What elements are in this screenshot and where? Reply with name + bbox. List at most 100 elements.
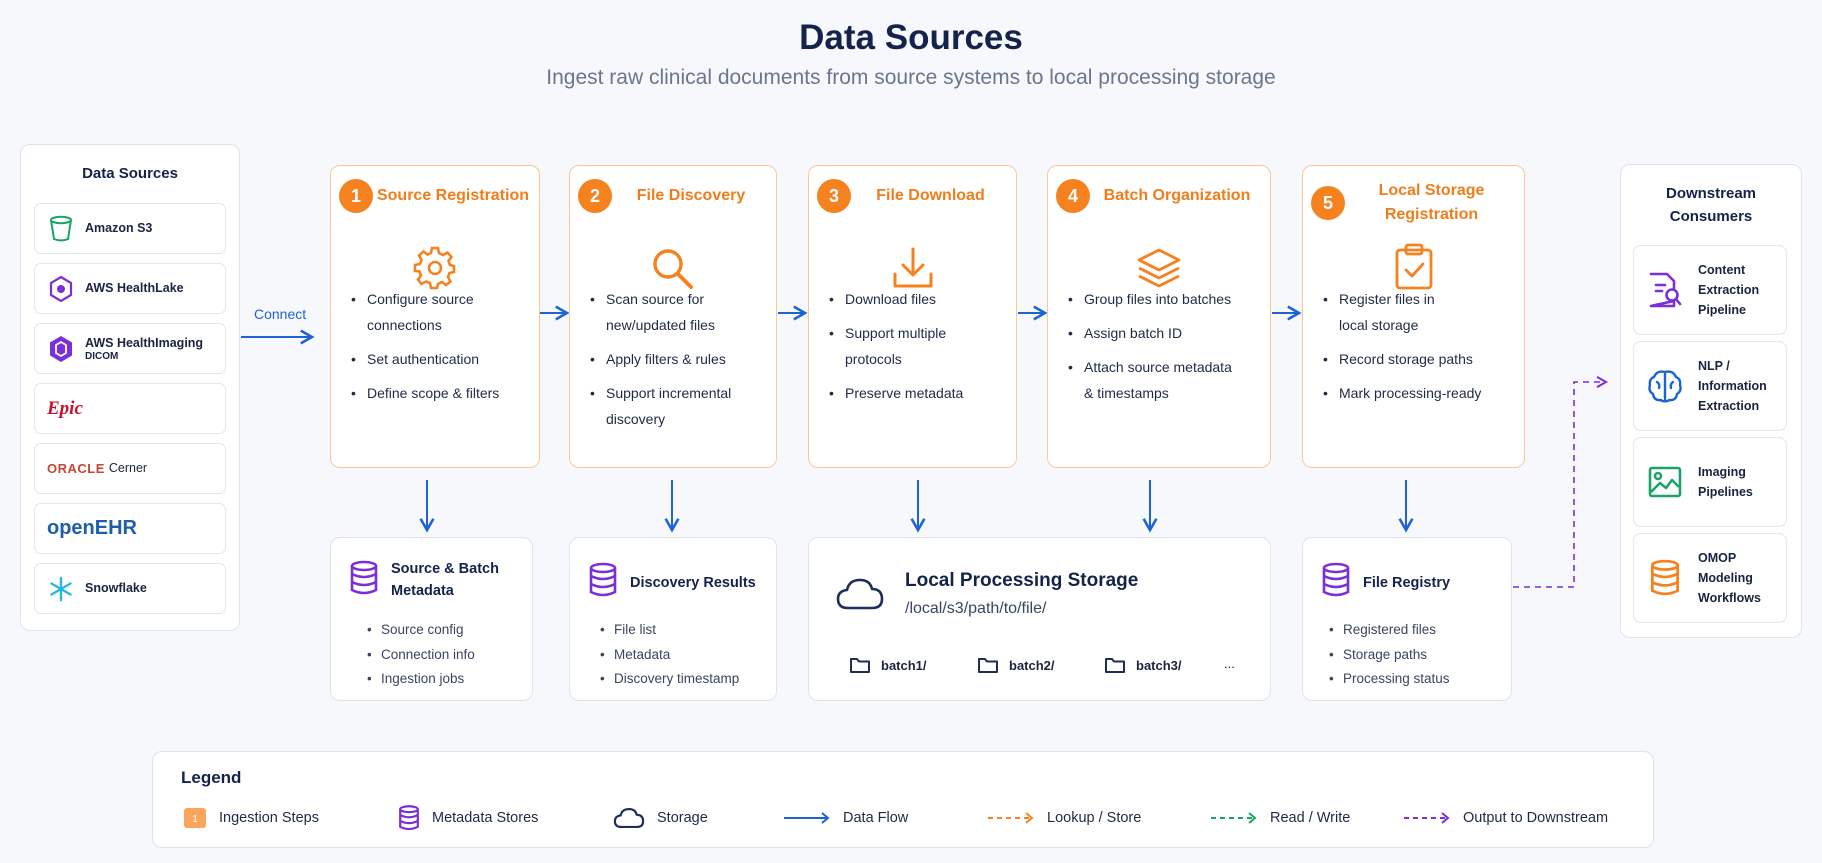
store-discovery-results[interactable]: Discovery Results File list Metadata Dis… (569, 537, 777, 701)
legend-title: Legend (181, 768, 242, 787)
storage-title: Local Processing Storage (905, 570, 1139, 591)
download-icon (809, 244, 1016, 292)
step-number: 4 (1056, 179, 1090, 213)
store-file-registry[interactable]: File Registry Registered files Storage p… (1302, 537, 1512, 701)
consumer-imaging-pipelines[interactable]: Imaging Pipelines (1633, 437, 1787, 527)
legend: Legend 1 Ingestion Steps Metadata Stores… (152, 751, 1654, 848)
svg-text:1: 1 (192, 814, 198, 825)
step-number: 1 (339, 179, 373, 213)
source-oracle-cerner[interactable]: ORACLE Cerner (34, 443, 226, 494)
source-amazon-s3[interactable]: Amazon S3 (34, 203, 226, 254)
store-title: Source & Batch Metadata (391, 561, 499, 599)
healthlake-icon (47, 275, 75, 303)
dashed-purple-arrow-icon (1403, 811, 1451, 825)
cloud-icon (613, 806, 645, 830)
step-number: 5 (1311, 186, 1345, 220)
step-bullet: Register files in local storage (1323, 286, 1453, 338)
step-bullet: Attach source metadata & timestamps (1068, 354, 1243, 406)
step-bullet: Support multiple protocols (829, 320, 959, 372)
page-subtitle: Ingest raw clinical documents from sourc… (546, 66, 1276, 89)
database-icon (349, 560, 379, 601)
folder-batch3[interactable]: batch3/ (1104, 656, 1182, 674)
step-title: Batch Organization (1103, 187, 1251, 204)
store-title: Discovery Results (630, 574, 756, 591)
store-item: Metadata (600, 643, 739, 668)
cloud-icon (835, 576, 885, 617)
step-number: 3 (817, 179, 851, 213)
folder-more: ... (1224, 656, 1235, 671)
folder-icon (1105, 658, 1125, 673)
connect-label: Connect (254, 306, 307, 322)
database-icon (588, 562, 618, 603)
healthimaging-icon (47, 335, 75, 363)
step-bullet: Configure source connections (351, 286, 529, 338)
legend-storage: Storage (613, 804, 708, 832)
store-item: File list (600, 618, 739, 643)
step-bullet: Download files (829, 286, 1006, 312)
legend-lookup-store: Lookup / Store (987, 804, 1141, 832)
dicom-label: DICOM (85, 350, 119, 362)
step-title: File Download (876, 187, 985, 204)
step-file-download[interactable]: 3 File Download Download files Support mu… (808, 165, 1017, 468)
legend-metadata-stores: Metadata Stores (398, 804, 538, 832)
source-aws-healthimaging[interactable]: AWS HealthImaging DICOM (34, 323, 226, 374)
source-epic[interactable]: Epic (34, 383, 226, 434)
step-bullet: Define scope & filters (351, 380, 529, 406)
clipboard-check-icon (1303, 242, 1524, 292)
step-bullet: Scan source for new/updated files (590, 286, 740, 338)
source-snowflake[interactable]: Snowflake (34, 563, 226, 614)
step-bullet: Support incremental discovery (590, 380, 740, 432)
dashed-orange-arrow-icon (987, 811, 1035, 825)
database-icon (1646, 559, 1684, 597)
legend-ingestion-steps: 1 Ingestion Steps (183, 804, 319, 832)
snowflake-icon (47, 575, 75, 603)
store-title: File Registry (1363, 574, 1451, 591)
store-item: Source config (367, 618, 475, 643)
image-icon (1646, 463, 1684, 501)
consumer-content-extraction[interactable]: Content Extraction Pipeline (1633, 245, 1787, 335)
database-icon (398, 804, 420, 832)
store-item: Registered files (1329, 618, 1450, 643)
downstream-title: Downstream Consumers (1665, 185, 1757, 225)
folder-icon (978, 658, 998, 673)
step-title: Source Registration (376, 187, 530, 204)
step-bullet: Set authentication (351, 346, 529, 372)
solid-arrow-icon (783, 811, 831, 825)
gear-icon (331, 244, 539, 292)
store-source-batch-metadata[interactable]: Source & Batch Metadata Source config Co… (330, 537, 533, 701)
source-aws-healthlake[interactable]: AWS HealthLake (34, 263, 226, 314)
step-local-storage-registration[interactable]: 5 Local Storage Registration Register fil… (1302, 165, 1525, 468)
consumer-nlp-extraction[interactable]: NLP / Information Extraction (1633, 341, 1787, 431)
epic-logo: Epic (47, 397, 83, 419)
step-bullet: Mark processing-ready (1323, 380, 1514, 406)
step-bullet: Assign batch ID (1068, 320, 1260, 346)
oracle-cerner-logo: ORACLE (47, 461, 105, 476)
store-local-processing-storage[interactable]: Local Processing Storage /local/s3/path/… (808, 537, 1271, 701)
cerner-label: Cerner (108, 461, 148, 475)
data-sources-title: Data Sources (82, 165, 178, 182)
source-openehr[interactable]: openEHR (34, 503, 226, 554)
step-bullet: Record storage paths (1323, 346, 1514, 372)
store-item: Connection info (367, 643, 475, 668)
step-square-icon: 1 (183, 807, 207, 829)
step-bullet: Preserve metadata (829, 380, 1006, 406)
legend-data-flow: Data Flow (783, 804, 908, 832)
step-title: File Discovery (636, 187, 746, 204)
store-item: Storage paths (1329, 643, 1450, 668)
document-search-icon (1646, 271, 1684, 309)
downstream-consumers-panel: Downstream Consumers Content Extraction … (1620, 164, 1802, 638)
step-title: Local Storage Registration (1378, 182, 1485, 223)
store-item: Discovery timestamp (600, 667, 739, 692)
folder-batch1[interactable]: batch1/ (849, 656, 927, 674)
store-item: Processing status (1329, 667, 1450, 692)
openehr-logo: openEHR (47, 517, 137, 539)
folder-batch2[interactable]: batch2/ (977, 656, 1055, 674)
store-item: Ingestion jobs (367, 667, 475, 692)
step-bullet: Apply filters & rules (590, 346, 766, 372)
consumer-omop-modeling[interactable]: OMOP Modeling Workflows (1633, 533, 1787, 623)
storage-path: /local/s3/path/to/file/ (905, 600, 1047, 617)
